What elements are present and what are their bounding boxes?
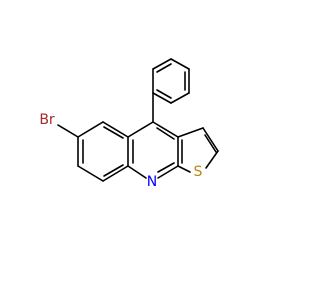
bond: [152, 121, 179, 138]
bond: [177, 165, 191, 173]
double-bond-inner: [103, 126, 124, 139]
double-bond-inner: [156, 89, 172, 99]
bond: [202, 127, 219, 152]
molecule-drawing: Br N S: [39, 58, 219, 190]
phenyl-ring: [152, 58, 190, 104]
double-bond-inner: [157, 162, 175, 173]
bond: [152, 58, 172, 70]
atom-label-br: Br: [39, 112, 55, 128]
double-bond-inner: [156, 63, 172, 73]
bond: [152, 92, 172, 104]
bond: [77, 165, 104, 182]
bond: [77, 121, 104, 138]
benzo-ring: [77, 121, 129, 182]
bond: [57, 124, 79, 138]
bond: [102, 165, 129, 182]
structure-canvas: Br N S: [39, 58, 219, 190]
bond: [170, 92, 190, 104]
pyridine-ring: [127, 121, 179, 179]
bond: [205, 150, 219, 169]
bond: [127, 165, 147, 179]
double-bond-inner: [103, 164, 124, 177]
bond: [157, 165, 179, 179]
atom-label-n: N: [147, 174, 157, 190]
bond: [127, 121, 154, 138]
bond: [177, 127, 204, 138]
bond: [102, 121, 129, 138]
double-bond-inner: [156, 127, 175, 140]
atom-label-s: S: [194, 164, 203, 180]
bond: [170, 58, 190, 70]
double-bond-inner: [204, 134, 217, 153]
thiophene-ring: [177, 127, 219, 173]
